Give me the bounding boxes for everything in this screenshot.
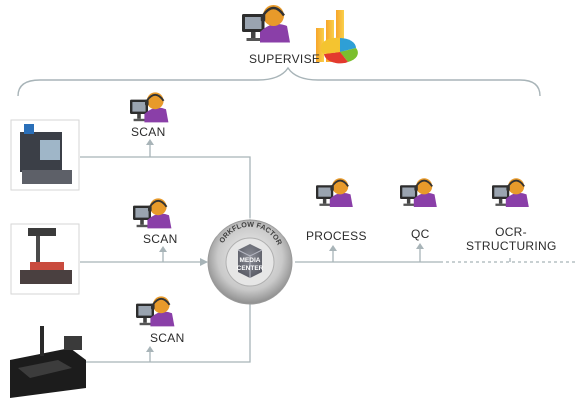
- book-scanner-icon: [10, 223, 80, 295]
- scan-label-1: SCAN: [131, 125, 166, 139]
- qc-operator-icon: [399, 177, 438, 208]
- hub-center-line1: MEDIA: [240, 257, 261, 264]
- supervise-bracket: [17, 66, 541, 97]
- process-label: PROCESS: [306, 229, 367, 243]
- scan-operator-icon: [129, 91, 170, 124]
- scan-label-3: SCAN: [150, 331, 185, 345]
- supervisor-operator-icon: [240, 3, 292, 44]
- scan-operator-icon: [132, 197, 173, 230]
- scan-operator-icon: [135, 295, 176, 328]
- supervise-label: SUPERVISE: [249, 52, 321, 66]
- scan-label-2: SCAN: [143, 232, 178, 246]
- process-operator-icon: [315, 177, 354, 208]
- connector-lines: [80, 143, 511, 363]
- ocr-operator-icon: [491, 177, 530, 208]
- hub-center-line2: CENTER: [237, 265, 264, 272]
- ocr-label-line1: OCR-: [495, 225, 527, 239]
- ocr-label-line2: STRUCTURING: [466, 239, 557, 253]
- supervise-chart-icon: [316, 10, 358, 64]
- qc-label: QC: [411, 227, 430, 241]
- production-scanner-icon: [6, 326, 86, 400]
- scanner-device-icon: [10, 119, 80, 191]
